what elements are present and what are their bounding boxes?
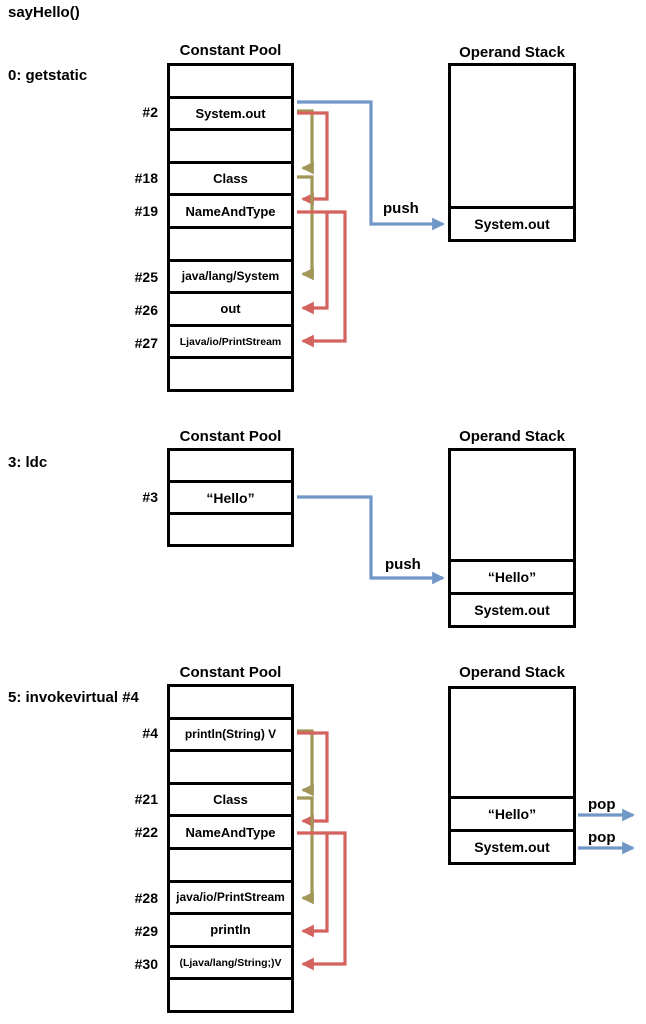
ref-arrow-system-25	[297, 175, 314, 281]
stack-row: System.out	[451, 592, 573, 625]
pool-row-empty	[170, 846, 291, 880]
pool-cell-value: “Hello”	[206, 489, 255, 506]
operand-stack-title-1: Operand Stack	[459, 44, 565, 61]
pool-index-label: #21	[134, 791, 158, 807]
pool-row: java/io/PrintStream	[170, 879, 291, 913]
stack-empty-space	[451, 66, 573, 206]
pool-row-empty	[170, 128, 291, 161]
pool-index-label: #18	[134, 170, 158, 186]
constant-pool-table-2: “Hello”	[167, 448, 294, 547]
operand-stack-table-1: System.out	[448, 63, 576, 242]
stack-cell-value: System.out	[474, 602, 550, 618]
pool-cell-value: java/lang/System	[181, 269, 280, 284]
operand-stack-title-3: Operand Stack	[459, 664, 565, 681]
pool-index-label: #27	[134, 335, 158, 351]
push-label-2: push	[385, 556, 421, 573]
push-label-1: push	[383, 200, 419, 217]
constant-pool-title-1: Constant Pool	[179, 42, 282, 59]
operand-stack-table-3: “Hello” System.out	[448, 686, 576, 865]
ref-arrow-printstream-28	[297, 796, 314, 905]
pool-cell-value: System.out	[195, 105, 266, 121]
pool-cell-value: Class	[213, 171, 248, 187]
stack-cell-value: System.out	[474, 216, 550, 232]
ref-arrow-signature-30	[301, 831, 347, 971]
pool-row-empty	[170, 687, 291, 717]
ldc-push-arrow	[297, 495, 445, 585]
pool-cell-value: NameAndType	[185, 203, 276, 219]
stack-empty-space	[451, 451, 573, 559]
constant-pool-table-1: System.out Class NameAndType java/lang/S…	[167, 63, 294, 392]
instruction-invokevirtual: 5: invokevirtual #4	[8, 689, 139, 706]
pool-row-empty	[170, 512, 291, 544]
instruction-getstatic: 0: getstatic	[8, 67, 88, 84]
pool-row: Ljava/io/PrintStream	[170, 323, 291, 357]
pool-cell-value: out	[220, 301, 241, 317]
pool-row: println(String) V	[170, 716, 291, 750]
pool-row-empty	[170, 66, 291, 96]
pool-cell-value: println(String) V	[184, 727, 277, 742]
pool-index-label: #4	[142, 725, 158, 741]
ref-arrow-class-18	[297, 109, 314, 175]
pool-row-empty	[170, 451, 291, 480]
ref-arrow-nameandtype-19	[297, 111, 329, 206]
pool-index-label: #19	[134, 203, 158, 219]
pool-index-label: #29	[134, 923, 158, 939]
pool-row-empty	[170, 356, 291, 389]
pool-row: Class	[170, 781, 291, 815]
constant-pool-table-3: println(String) V Class NameAndType java…	[167, 684, 294, 1013]
getstatic-push-arrow	[297, 100, 445, 231]
ref-arrow-printstream-27	[301, 210, 347, 348]
pool-row: NameAndType	[170, 193, 291, 226]
pool-index-label: #25	[134, 269, 158, 285]
pool-index-label: #3	[142, 489, 158, 505]
pool-cell-value: NameAndType	[185, 824, 276, 840]
constant-pool-title-3: Constant Pool	[179, 664, 282, 681]
pop-label-systemout: pop	[588, 829, 616, 846]
pool-cell-value: (Ljava/lang/String;)V	[179, 956, 282, 969]
pool-row: out	[170, 291, 291, 324]
pool-row: println	[170, 912, 291, 945]
pool-row: (Ljava/lang/String;)V	[170, 944, 291, 978]
pop-label-hello: pop	[588, 796, 616, 813]
ref-arrow-println-29	[297, 831, 329, 938]
stack-cell-value: “Hello”	[487, 806, 537, 822]
pool-row: java/lang/System	[170, 258, 291, 292]
stack-cell-value: “Hello”	[487, 569, 537, 585]
pool-index-label: #22	[134, 824, 158, 840]
pool-row-empty	[170, 749, 291, 782]
constant-pool-title-2: Constant Pool	[179, 428, 282, 445]
pool-row: “Hello”	[170, 480, 291, 512]
pool-row: Class	[170, 160, 291, 194]
ref-arrow-class-21	[297, 729, 314, 797]
pool-index-label: #28	[134, 890, 158, 906]
stack-cell-value: System.out	[474, 839, 550, 855]
pool-cell-value: Ljava/io/PrintStream	[179, 335, 282, 348]
pool-row-empty	[170, 225, 291, 259]
instruction-ldc: 3: ldc	[8, 454, 48, 471]
pool-cell-value: java/io/PrintStream	[176, 890, 285, 905]
pool-index-label: #26	[134, 302, 158, 318]
pool-cell-value: Class	[213, 792, 248, 808]
pool-row: System.out	[170, 95, 291, 129]
stack-row: “Hello”	[451, 559, 573, 592]
pool-index-label: #2	[142, 104, 158, 120]
pool-index-label: #30	[134, 956, 158, 972]
stack-row: “Hello”	[451, 796, 573, 829]
pool-cell-value: println	[210, 922, 251, 938]
operand-stack-title-2: Operand Stack	[459, 428, 565, 445]
pool-row: NameAndType	[170, 814, 291, 847]
pool-row-empty	[170, 977, 291, 1010]
stack-row: System.out	[451, 206, 573, 239]
operand-stack-table-2: “Hello” System.out	[448, 448, 576, 628]
stack-empty-space	[451, 689, 573, 796]
method-title: sayHello()	[8, 4, 80, 21]
ref-arrow-nameandtype-22	[297, 731, 329, 828]
stack-row: System.out	[451, 829, 573, 862]
ref-arrow-out-26	[297, 210, 329, 315]
